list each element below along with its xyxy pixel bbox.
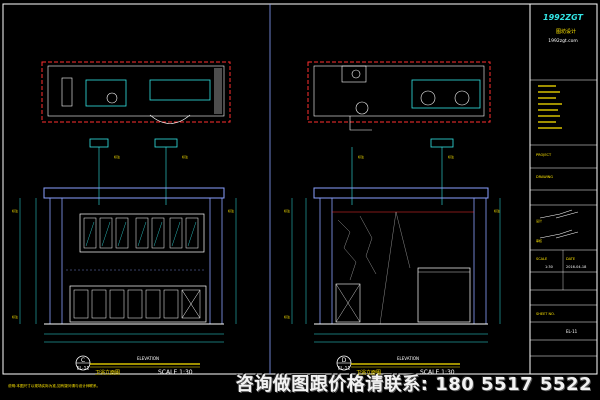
svg-text:标注: 标注 <box>182 154 188 159</box>
svg-text:标注: 标注 <box>114 154 120 159</box>
svg-text:标注: 标注 <box>12 314 18 319</box>
svg-text:标注: 标注 <box>494 208 500 213</box>
right-elevation-subtitle: ELEVATION <box>397 356 419 361</box>
scale-label: SCALE <box>536 257 547 261</box>
scale-value: 1:30 <box>545 265 553 269</box>
svg-text:标注: 标注 <box>448 154 454 159</box>
title-block: 设计 审核 <box>530 79 597 357</box>
contact-banner: 咨询做图跟价格请联系: 180 5517 5522 <box>0 370 600 400</box>
left-callout-sheet: EL-11 <box>77 366 90 372</box>
left-elevation: 标注 标注 <box>12 138 237 371</box>
svg-text:标注: 标注 <box>358 154 364 159</box>
left-elevation-title: 卫浴立面图 <box>95 369 120 376</box>
date-label: DATE <box>566 257 575 261</box>
svg-text:标注: 标注 <box>228 208 234 213</box>
svg-text:审核: 审核 <box>536 238 542 243</box>
right-elevation-title: 卫浴立面图 <box>356 369 381 376</box>
right-elevation-scale: SCALE 1:30 <box>420 369 455 376</box>
svg-text:标注: 标注 <box>12 208 18 213</box>
company-logo: 1992ZGT <box>543 13 583 22</box>
date-value: 2016-04-18 <box>566 265 586 269</box>
company-website: 1992zgt.com <box>548 38 577 44</box>
svg-text:标注: 标注 <box>284 208 290 213</box>
right-callout-letter: D <box>342 357 347 364</box>
left-callout-letter: C <box>81 357 85 364</box>
company-name: 图坊设计 <box>556 28 576 35</box>
drawing-note: 说明:本图尺寸以现场实际为准,如有疑问请与设计师联系。 <box>8 383 100 388</box>
sheet-border <box>2 3 598 375</box>
contact-banner-text: 咨询做图跟价格请联系: 180 5517 5522 <box>235 374 592 395</box>
drawing-label: DRAWING <box>536 175 553 179</box>
project-label: PROJECT <box>536 153 552 157</box>
sheet-no-value: EL-11 <box>566 329 578 334</box>
left-plan-view <box>41 61 231 124</box>
left-elevation-subtitle: ELEVATION <box>137 356 159 361</box>
right-plan-view <box>307 61 491 131</box>
left-elevation-scale: SCALE 1:30 <box>158 369 193 376</box>
svg-text:设计: 设计 <box>536 218 542 223</box>
right-callout-sheet: EL-11 <box>338 366 351 372</box>
sheet-no-label: SHEET NO. <box>536 312 555 316</box>
svg-text:标注: 标注 <box>284 314 290 319</box>
right-elevation: 标注 标注 标注 标注 标注 <box>284 138 501 371</box>
